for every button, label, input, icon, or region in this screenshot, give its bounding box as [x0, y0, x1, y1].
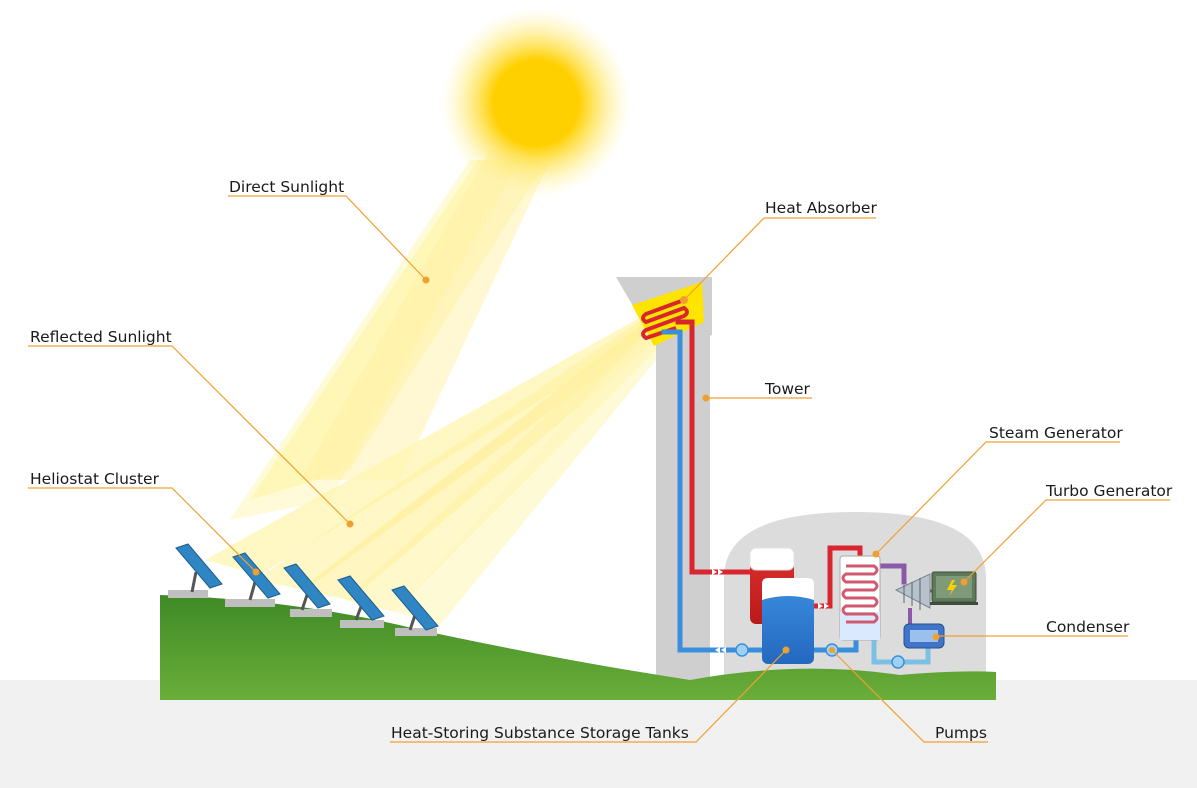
label-steam-generator: Steam Generator [989, 424, 1123, 442]
turbo-generator [930, 571, 978, 605]
label-storage-tanks: Heat-Storing Substance Storage Tanks [391, 724, 689, 742]
storage-tanks [749, 547, 814, 664]
heliostat [283, 563, 331, 611]
label-condenser: Condenser [1046, 618, 1130, 636]
label-reflected-sunlight: Reflected Sunlight [30, 328, 172, 346]
label-tower: Tower [765, 380, 810, 398]
label-turbo-generator: Turbo Generator [1046, 482, 1173, 500]
heliostat [175, 543, 223, 593]
condenser [903, 608, 945, 649]
leader-pumps [831, 649, 988, 743]
heliostat [391, 585, 439, 631]
flow-arrows [712, 569, 829, 653]
leader-reflected-sunlight [28, 345, 351, 525]
leader-direct-sunlight [228, 195, 427, 281]
reflected-sunlight-beams [205, 312, 674, 625]
heliostat [337, 575, 385, 621]
leader-heat-absorber [683, 217, 876, 301]
leader-heliostat-cluster [28, 487, 257, 573]
heliostat-steps [168, 590, 437, 636]
leader-turbo-generator [963, 499, 1170, 583]
cold-tank [762, 578, 814, 664]
leader-steam-generator [875, 441, 1120, 555]
leader-lines [28, 195, 1170, 743]
label-pumps: Pumps [935, 724, 987, 742]
steam-generator [839, 550, 881, 641]
label-heat-absorber: Heat Absorber [765, 199, 877, 217]
tower [656, 300, 710, 680]
direct-sunlight-beam [230, 150, 548, 520]
steam-pipe [877, 563, 907, 585]
leader-dots [252, 276, 710, 576]
heliostats [175, 543, 439, 631]
label-heliostat-cluster: Heliostat Cluster [30, 470, 159, 488]
leader-storage-tanks [390, 649, 787, 743]
heat-absorber-coil [641, 298, 689, 341]
sun [441, 8, 631, 198]
label-direct-sunlight: Direct Sunlight [229, 178, 345, 196]
heliostat [232, 552, 281, 601]
